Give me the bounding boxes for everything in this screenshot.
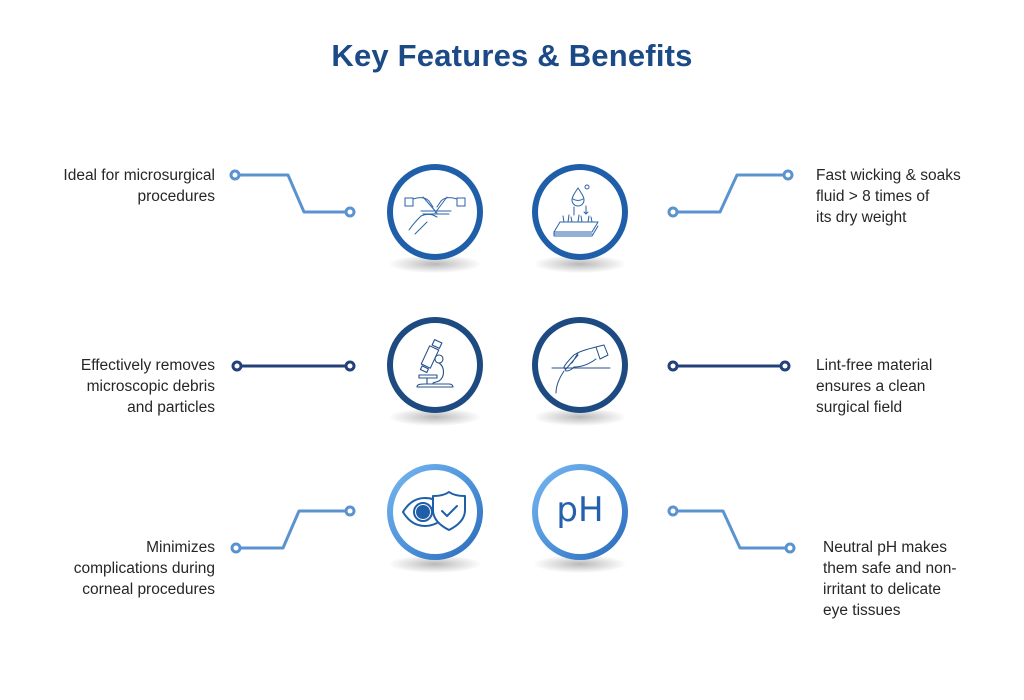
connector-dot <box>667 360 679 372</box>
connector-dot <box>231 360 243 372</box>
label-line: Neutral pH makes <box>823 539 948 556</box>
feature-label-wicking: Fast wicking & soaks fluid > 8 times of … <box>816 165 1006 228</box>
absorbent-droplet-icon <box>553 184 599 237</box>
connector-dot <box>784 542 796 554</box>
connector-dot <box>344 505 356 517</box>
circle-shadow <box>389 408 481 426</box>
label-line: and particles <box>127 399 215 416</box>
connector-dot <box>344 360 356 372</box>
feature-label-corneal: Minimizes complications during corneal p… <box>25 537 215 600</box>
connector-neutral-ph <box>667 505 796 554</box>
connector-lint-free <box>667 360 791 372</box>
label-line: its dry weight <box>816 209 907 226</box>
label-line: Ideal for microsurgical <box>63 167 215 184</box>
feature-label-neutral-ph: Neutral pH makes them safe and non- irri… <box>823 537 1013 621</box>
circle-shadow <box>534 555 626 573</box>
label-line: corneal procedures <box>82 581 215 598</box>
feature-circle-neutral-ph: pH <box>532 464 628 560</box>
feature-circle-microsurgical <box>387 164 483 260</box>
label-line: Fast wicking & soaks <box>816 167 961 184</box>
feature-label-debris: Effectively removes microscopic debris a… <box>25 355 215 418</box>
label-line: ensures a clean <box>816 378 926 395</box>
connector-dot <box>229 169 241 181</box>
feature-label-lint-free: Lint-free material ensures a clean surgi… <box>816 355 1006 418</box>
label-line: eye tissues <box>823 602 901 619</box>
gloved-hand-icon <box>551 344 611 394</box>
connector-dot <box>779 360 791 372</box>
page-title: Key Features & Benefits <box>331 38 693 73</box>
connector-microsurgical <box>229 169 356 218</box>
ph-icon: pH <box>556 490 604 530</box>
surgeon-hands-icon <box>404 196 466 235</box>
connector-dot <box>667 505 679 517</box>
circle-shadow <box>389 255 481 273</box>
label-line: Lint-free material <box>816 357 933 374</box>
feature-circle-wicking <box>532 164 628 260</box>
circle-shadow <box>534 408 626 426</box>
eye-shield-icon <box>402 491 466 531</box>
label-line: Minimizes <box>146 539 215 556</box>
feature-circle-corneal <box>387 464 483 560</box>
connector-dot <box>782 169 794 181</box>
circle-shadow <box>534 255 626 273</box>
connector-corneal <box>230 505 356 554</box>
connector-dot <box>344 206 356 218</box>
label-line: Effectively removes <box>80 357 215 374</box>
label-line: them safe and non- <box>823 560 957 577</box>
label-line: irritant to delicate <box>823 581 942 598</box>
connector-wicking <box>667 169 794 218</box>
connector-dot <box>230 542 242 554</box>
label-line: complications during <box>73 560 215 577</box>
feature-circle-lint-free <box>532 317 628 413</box>
feature-circle-debris <box>387 317 483 413</box>
feature-label-microsurgical: Ideal for microsurgical procedures <box>25 165 215 207</box>
label-line: surgical field <box>816 399 903 416</box>
circle-shadow <box>389 555 481 573</box>
label-line: fluid > 8 times of <box>816 188 930 205</box>
connector-debris <box>231 360 356 372</box>
label-line: microscopic debris <box>86 378 215 395</box>
microscope-icon <box>416 339 454 388</box>
label-line: procedures <box>137 188 215 205</box>
connector-dot <box>667 206 679 218</box>
